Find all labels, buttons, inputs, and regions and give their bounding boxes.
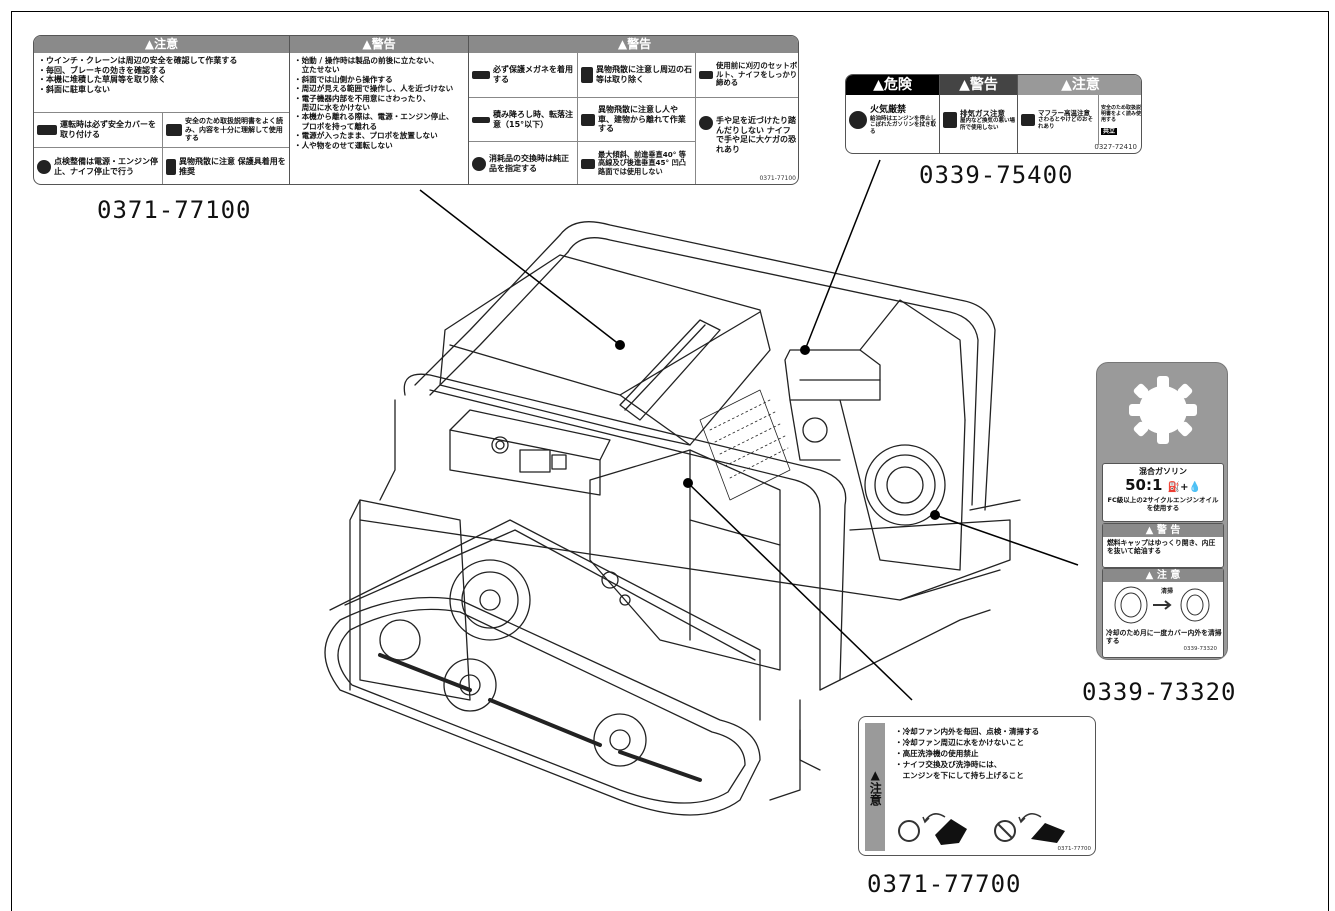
label1-caution-cell: 異物飛散に注意 保護具着用を推奨 — [162, 147, 289, 184]
label2-code: 0327-72410 — [1094, 142, 1137, 151]
label2-warning-column: ▲警告 排気ガス注意 屋内など換気の悪い場所で使用しない — [939, 75, 1017, 153]
label2-danger-header: ▲危険 — [846, 75, 939, 95]
label2-danger-title: 火気厳禁 — [870, 104, 907, 115]
cover-cleaning-icon: 清掃 — [1114, 586, 1210, 624]
part-number-0339-75400: 0339-75400 — [919, 161, 1074, 189]
label4-line: ・ナイフ交換及び洗浄時には、 — [895, 760, 1002, 769]
prohibited-icon — [994, 820, 1016, 842]
label2-warning-header: ▲警告 — [940, 75, 1017, 95]
label4-code: 0371-77700 — [1057, 846, 1091, 853]
label1-caution-line: ・斜面に駐車しない — [38, 84, 110, 94]
boot-icon — [166, 158, 176, 175]
pointer-dot-side-panel — [683, 478, 693, 488]
fuel-cap-gear-icon — [1129, 376, 1197, 444]
part-number-0339-73320: 0339-73320 — [1082, 678, 1237, 706]
label1-warning2-cell: 最大傾斜、前進垂直40° 等高線及び後進垂直45° 凹凸路面では使用しない — [577, 141, 695, 184]
label1-caution-cell: 運転時は必ず安全カバーを取り付ける — [34, 112, 162, 147]
label1-caution-line: ・本機に堆積した草屑等を取り除く — [38, 75, 166, 85]
label1-caution-line: ・ウインチ・クレーンは周辺の安全を確認して作業する — [38, 56, 238, 65]
flying-debris-icon — [581, 67, 593, 83]
leader-line-0339-73320 — [934, 514, 1079, 566]
label4-line: ・高圧洗浄機の使用禁止 — [895, 749, 979, 758]
wrench-gear-icon — [37, 159, 51, 174]
label4-line: ・冷却ファン周辺に水をかけないこと — [895, 738, 1025, 747]
label1-warning2-cell: 手や足を近づけたり踏んだりしない ナイフで手や足に大ケガの恐れあり — [695, 97, 798, 184]
hot-muffler-icon — [1021, 114, 1035, 126]
label3-code: 0339-73320 — [1183, 646, 1217, 653]
no-fire-icon — [849, 111, 867, 129]
label1-caution-column: ▲注意 ・ウインチ・クレーンは周辺の安全を確認して作業する ・毎回、ブレーキの効… — [34, 36, 289, 184]
fuel-ratio: 50:1 — [1125, 475, 1163, 494]
lift-orientation-pictogram — [898, 813, 1065, 845]
label1-caution-cell: 安全のため取扱説明書をよく読み、内容を十分に理解して使用する — [162, 112, 289, 147]
fuel-caution-panel: ▲ 注 意 清掃 冷却のため月に一度カバー内外を清掃する — [1102, 568, 1224, 658]
label4-side-header: ▲注意 — [865, 723, 885, 851]
pointer-dot-hood — [615, 340, 625, 350]
manual-book-icon — [166, 124, 182, 136]
label1-caution-line: ・毎回、ブレーキの効きを確認する — [38, 65, 166, 75]
fuel-mix-panel: 混合ガソリン 50:1 ⛽+💧 FC級以上の2サイクルエンジンオイルを使用する — [1102, 463, 1224, 522]
label1-code: 0371-77100 — [759, 174, 796, 182]
label1-warning2-cell: 異物飛散に注意し周辺の石等は取り除く — [577, 53, 695, 97]
label1-warning2-column: ▲警告 必ず保護メガネを着用する 異物飛散に注意し周辺の石等は取り除く 使用前に… — [468, 36, 798, 184]
parts-replace-icon — [472, 156, 486, 171]
label2-caution-header: ▲注意 — [1018, 75, 1141, 95]
label1-warning2-cell: 必ず保護メガネを着用する — [469, 53, 577, 97]
fuel-oil-icon: ⛽+💧 — [1167, 481, 1201, 493]
part-number-0371-77100: 0371-77100 — [97, 196, 252, 224]
label1-warning2-cell: 消耗品の交換時は純正品を指定する — [469, 141, 577, 184]
label-0339-75400: ▲危険 火気厳禁 給油時はエンジンを停止しこぼれたガソリンを拭き取る ▲警告 排… — [845, 74, 1142, 154]
clean-word: 清掃 — [1161, 587, 1173, 595]
wrench-icon — [699, 71, 713, 79]
fuel-warning-panel: ▲ 警 告 燃料キャップはゆっくり開き、内圧を抜いて給油する — [1102, 523, 1224, 568]
exhaust-gas-icon — [943, 112, 957, 128]
slope-angle-icon — [581, 158, 595, 169]
label1-warning-column: ▲警告 ・始動 / 操作時は製品の前後に立たない、 立たせない ・斜面では山側か… — [289, 36, 468, 184]
leader-line-0371-77700 — [687, 482, 913, 701]
label1-warning2-cell: 積み降ろし時、転落注意（15°以下） — [469, 97, 577, 141]
label4-line: エンジンを下にして持ち上げること — [895, 771, 1024, 780]
loading-ramp-icon — [472, 116, 490, 123]
hand-blade-icon — [699, 116, 713, 130]
label1-warning2-cell: 異物飛散に注意し人や車、建物から離れて作業する — [577, 97, 695, 141]
label1-caution-cell: 点検整備は電源・エンジン停止、ナイフ停止で行う — [34, 147, 162, 184]
label2-danger-column: ▲危険 火気厳禁 給油時はエンジンを停止しこぼれたガソリンを拭き取る — [846, 75, 939, 153]
car-debris-icon — [581, 113, 595, 126]
label1-warning-header: ▲警告 — [290, 36, 468, 53]
label-0371-77700: ▲注意 ・冷却ファン内外を毎回、点検・清掃する ・冷却ファン周辺に水をかけないこ… — [858, 716, 1096, 856]
label2-caution-column: ▲注意 マフラー高温注意 さわるとやけどのおそれあり 安全のため取扱説明書をよく… — [1017, 75, 1141, 153]
kioritz-brand-badge: 共立 — [1101, 127, 1118, 136]
label4-line: ・冷却ファン内外を毎回、点検・清掃する — [895, 727, 1040, 736]
label-0371-77100: ▲注意 ・ウインチ・クレーンは周辺の安全を確認して作業する ・毎回、ブレーキの効… — [33, 35, 799, 185]
leader-line-0339-75400 — [804, 159, 881, 351]
correct-circle-icon — [898, 820, 920, 842]
leader-line-0371-77100 — [419, 189, 621, 346]
label1-warning2-cell: 使用前に刈刃のセットボルト、ナイフをしっかり締める — [695, 53, 798, 97]
cover-icon — [37, 125, 57, 135]
goggles-icon — [472, 71, 490, 79]
diagram-frame — [11, 11, 1329, 911]
label-0339-73320: 混合ガソリン 50:1 ⛽+💧 FC級以上の2サイクルエンジンオイルを使用する … — [1096, 362, 1228, 660]
pointer-dot-engine — [800, 345, 810, 355]
part-number-0371-77700: 0371-77700 — [867, 870, 1022, 898]
pointer-dot-fuel-tank — [930, 510, 940, 520]
label1-caution-header: ▲注意 — [34, 36, 289, 53]
fuel-title: 混合ガソリン — [1139, 467, 1187, 476]
label1-warning2-header: ▲警告 — [469, 36, 798, 53]
